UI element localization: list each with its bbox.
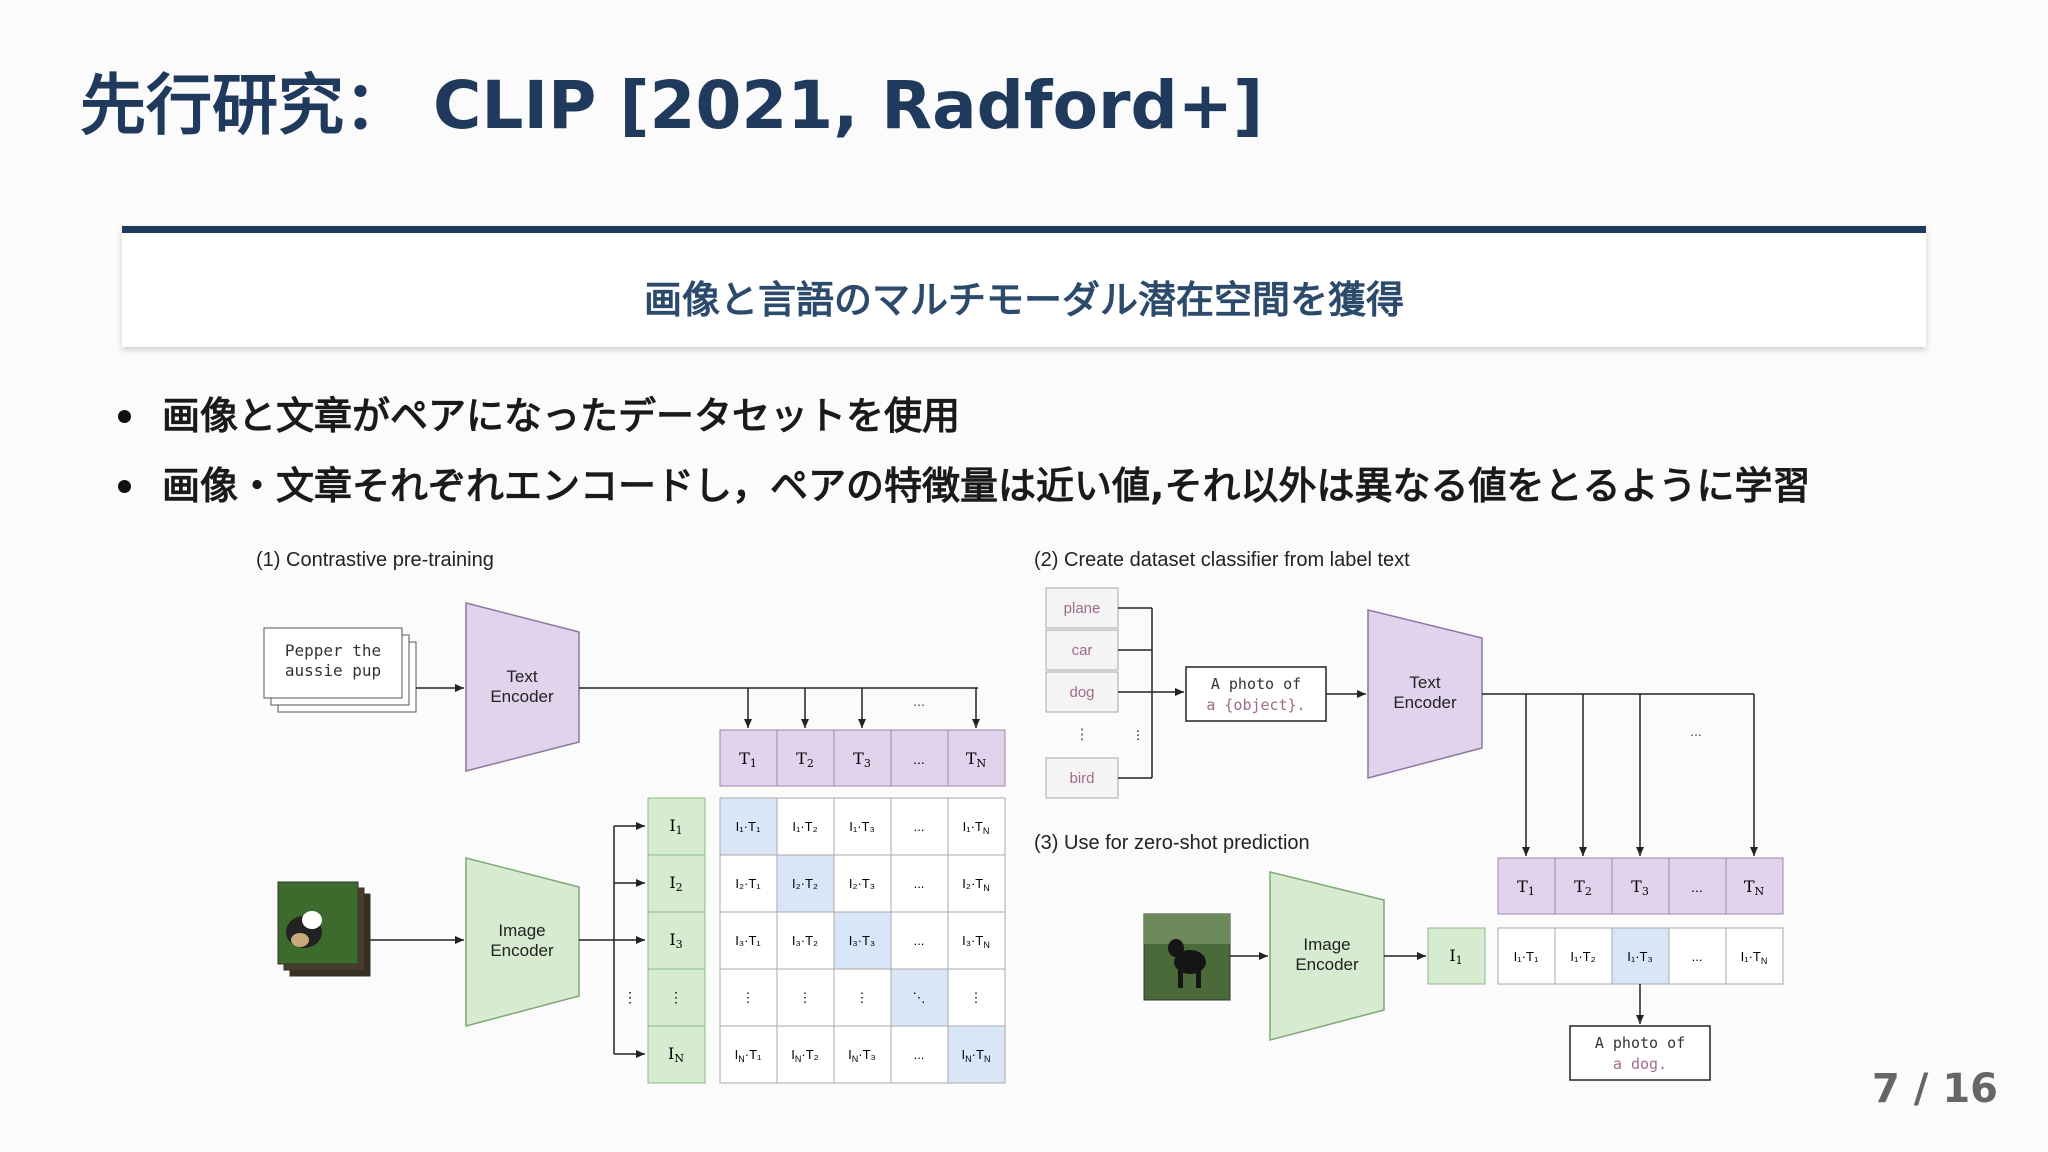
svg-text:...: ... xyxy=(914,819,925,834)
svg-text:⋮: ⋮ xyxy=(669,989,683,1005)
svg-text:I₂·T₁: I₂·T₁ xyxy=(735,876,761,891)
clip-diagram: (1) Contrastive pre-training (2) Create … xyxy=(256,549,1784,1084)
template-line-1: A photo of xyxy=(1211,675,1301,693)
text-input-line-1: Pepper the xyxy=(285,641,381,660)
image-encoder-2: Image Encoder xyxy=(1269,871,1385,1041)
svg-text:⋮: ⋮ xyxy=(1075,726,1090,743)
prediction-line-1: A photo of xyxy=(1595,1034,1685,1052)
svg-text:...: ... xyxy=(914,1047,925,1062)
subtitle-text: 画像と言語のマルチモーダル潜在空間を獲得 xyxy=(643,278,1404,322)
image-encoder-2-line-2: Encoder xyxy=(1295,955,1359,974)
svg-text:...: ... xyxy=(914,876,925,891)
zero-shot-image-embedding: I1 xyxy=(1427,927,1486,985)
panel2-label: (2) Create dataset classifier from label… xyxy=(1034,549,1410,571)
svg-text:I₁·TN: I₁·TN xyxy=(1741,949,1768,966)
image-encoder-1-line-1: Image xyxy=(498,921,545,940)
svg-text:I₃·T₃: I₃·T₃ xyxy=(849,933,875,948)
image-embedding-column-1: I1 I2 I3 ⋮ IN xyxy=(647,797,706,1084)
text-encoder-2: Text Encoder xyxy=(1367,609,1483,779)
svg-text:I₂·T₃: I₂·T₃ xyxy=(849,876,875,891)
dog-image-stack xyxy=(277,881,371,977)
image-encoder-1: Image Encoder xyxy=(465,857,580,1027)
svg-text:I₃·T₁: I₃·T₁ xyxy=(735,933,761,948)
svg-text:I₁·T₂: I₁·T₂ xyxy=(1570,949,1595,964)
svg-text:I₃·T₂: I₃·T₂ xyxy=(792,933,818,948)
label-dog: dog xyxy=(1069,684,1094,701)
text-input-line-2: aussie pup xyxy=(285,661,381,680)
text-encoder-2-line-1: Text xyxy=(1409,673,1440,692)
prompt-template-box: A photo of a {object}. xyxy=(1185,666,1327,722)
panel3-label: (3) Use for zero-shot prediction xyxy=(1034,832,1310,854)
svg-text:⋮: ⋮ xyxy=(623,989,637,1005)
slide-title: 先行研究： CLIP [2021, Radford+] xyxy=(80,67,1264,144)
page-number: 7 / 16 xyxy=(1872,1066,1998,1112)
label-bird: bird xyxy=(1069,770,1094,787)
svg-text:I₂·T₂: I₂·T₂ xyxy=(792,876,818,891)
svg-text:I₁·T₂: I₁·T₂ xyxy=(792,819,817,834)
text-embedding-row-1: T1 T2 T3 ... TN xyxy=(719,729,1006,787)
clip-figure: (1) Contrastive pre-training (2) Create … xyxy=(240,536,1820,1096)
label-list: plane car dog ⋮ bird xyxy=(1045,587,1119,799)
bullet-list: 画像と文章がペアになったデータセットを使用 画像・文章それぞれエンコードし，ペア… xyxy=(118,390,1810,530)
label-plane: plane xyxy=(1064,600,1101,617)
svg-text:⋮: ⋮ xyxy=(799,990,812,1005)
svg-text:⋮: ⋮ xyxy=(856,990,869,1005)
text-encoder-1-line-2: Encoder xyxy=(490,687,554,706)
image-encoder-2-line-1: Image xyxy=(1303,935,1350,954)
svg-text:I₁·T₃: I₁·T₃ xyxy=(1627,949,1653,964)
prediction-line-2: a dog. xyxy=(1613,1055,1667,1073)
subtitle-box: 画像と言語のマルチモーダル潜在空間を獲得 xyxy=(122,226,1926,347)
svg-text:⋮: ⋮ xyxy=(742,990,755,1005)
bullet-item-2: 画像・文章それぞれエンコードし，ペアの特徴量は近い値,それ以外は異なる値をとるよ… xyxy=(118,460,1810,530)
svg-text:⋱: ⋱ xyxy=(913,990,926,1005)
svg-text:I₂·TN: I₂·TN xyxy=(962,876,989,893)
text-embedding-row-2: T1 T2 T3 ... TN xyxy=(1497,857,1784,915)
bullet-item-1: 画像と文章がペアになったデータセットを使用 xyxy=(118,390,1810,460)
svg-text:...: ... xyxy=(1692,949,1703,964)
zero-shot-similarity-row: I₁·T₁ I₁·T₂ I₁·T₃ ... I₁·TN xyxy=(1497,927,1784,985)
svg-text:...: ... xyxy=(1691,879,1703,895)
prediction-box: A photo of a dog. xyxy=(1569,1025,1711,1081)
text-input-stack: Pepper the aussie pup xyxy=(263,627,417,713)
svg-text:⋮: ⋮ xyxy=(1132,728,1144,742)
svg-text:...: ... xyxy=(914,933,925,948)
svg-text:...: ... xyxy=(913,693,925,709)
similarity-matrix: I₁·T₁ I₁·T₂ I₁·T₃ ... I₁·TN I₂·T₁ I₂·T₂ … xyxy=(719,797,1006,1084)
svg-text:I₃·TN: I₃·TN xyxy=(962,933,990,950)
svg-text:I₁·TN: I₁·TN xyxy=(963,819,990,836)
panel1-label: (1) Contrastive pre-training xyxy=(256,549,494,571)
svg-text:I₁·T₁: I₁·T₁ xyxy=(1514,949,1539,964)
text-encoder-1: Text Encoder xyxy=(465,602,580,772)
svg-text:I₁·T₁: I₁·T₁ xyxy=(736,819,761,834)
image-encoder-1-line-2: Encoder xyxy=(490,941,554,960)
svg-text:...: ... xyxy=(1690,723,1702,739)
text-encoder-1-line-1: Text xyxy=(506,667,537,686)
svg-text:I₁·T₃: I₁·T₃ xyxy=(849,819,875,834)
zero-shot-dog-image xyxy=(1143,913,1231,1001)
template-line-2: a {object}. xyxy=(1206,696,1305,714)
svg-text:...: ... xyxy=(913,751,925,767)
svg-text:⋮: ⋮ xyxy=(970,990,983,1005)
text-encoder-2-line-2: Encoder xyxy=(1393,693,1457,712)
label-car: car xyxy=(1072,642,1093,659)
